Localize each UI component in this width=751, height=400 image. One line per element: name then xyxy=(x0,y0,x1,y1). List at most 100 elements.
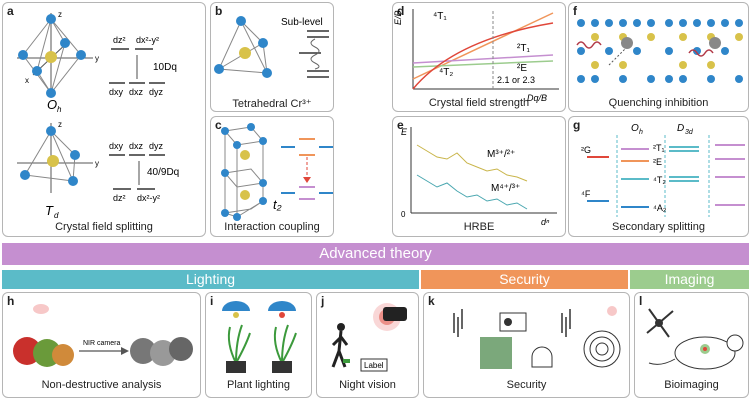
walking-person-icon xyxy=(337,323,345,331)
t2-label: t₂ xyxy=(273,197,282,212)
level-label: ⁴T₁ xyxy=(433,11,447,22)
svg-text:dxy: dxy xyxy=(109,87,124,97)
td-splitting-value: 40/9Dq xyxy=(147,167,179,178)
plant-lighting-illustration xyxy=(222,301,297,373)
term-label: ²G xyxy=(581,145,591,155)
level-label: ²T₁ xyxy=(653,143,665,153)
oh-sub-label: h xyxy=(57,105,62,114)
coupling-diagram: t₂ xyxy=(221,123,333,221)
svg-text:x: x xyxy=(25,76,29,85)
svg-text:z: z xyxy=(58,10,62,19)
y-axis-label: E xyxy=(401,127,408,137)
svg-text:dx²-y²: dx²-y² xyxy=(136,35,159,45)
term-label: ⁴F xyxy=(581,189,591,199)
quenching-diagram xyxy=(576,19,743,83)
column-oh-label: O xyxy=(631,123,639,134)
level-label: ²E xyxy=(653,157,662,167)
origin-label: 0 xyxy=(401,210,406,219)
svg-text:dxy: dxy xyxy=(109,141,124,151)
fruit-analysis-illustration: NIR camera xyxy=(13,304,193,367)
camera-icon xyxy=(383,307,407,321)
sublevel-label: Sub-level xyxy=(281,17,323,28)
panel-label: d xyxy=(397,4,405,18)
column-d3d-label: D xyxy=(677,123,684,134)
lamp-icon xyxy=(268,301,296,311)
td-sub-label: d xyxy=(54,211,59,220)
ligand-atom xyxy=(76,50,86,60)
panel-label: h xyxy=(7,294,15,308)
ligand-atom xyxy=(46,14,56,24)
svg-text:dyz: dyz xyxy=(149,87,164,97)
panel-label: i xyxy=(210,294,214,308)
panel-caption: Plant lighting xyxy=(227,379,290,391)
series-label: M³⁺/²⁺ xyxy=(487,149,515,160)
ligand-atom xyxy=(68,176,78,186)
panel-caption: Security xyxy=(506,379,547,391)
barcode-icon xyxy=(453,309,571,337)
oh-splitting-value: 10Dq xyxy=(153,62,177,73)
panel-caption: Night vision xyxy=(339,379,396,391)
ligand-atom xyxy=(70,150,80,160)
panel-label: l xyxy=(639,294,643,308)
plant-pot xyxy=(226,361,246,373)
svg-text:dz²: dz² xyxy=(113,193,126,203)
panel-caption: Tetrahedral Cr³⁺ xyxy=(232,98,312,110)
security-illustration xyxy=(453,306,621,369)
fingerprint-icon xyxy=(583,330,621,368)
ligand-atom xyxy=(46,88,56,98)
panel-b-tetrahedral: b Sub-level Tetrahedral Cr³⁺ xyxy=(210,2,334,112)
grey-fruit xyxy=(130,338,156,364)
ligand-atom xyxy=(18,50,28,60)
panel-caption: HRBE xyxy=(463,221,495,233)
panel-k-security: k Security xyxy=(423,292,630,398)
secondary-splitting-diagram: O h D 3d ²G ⁴F ²T₁ ²E ⁴T₂ ⁴A₂ xyxy=(581,123,745,217)
panel-j-night-vision: j Label Night vision xyxy=(316,292,419,398)
td-label: T xyxy=(45,203,54,218)
ligand-atom xyxy=(46,126,56,136)
svg-text:dx²-y²: dx²-y² xyxy=(137,193,160,203)
panel-e-hrbe: e E dⁿ 0 M³⁺/²⁺ M⁴⁺/³⁺ HRBE xyxy=(392,116,566,237)
panel-label: b xyxy=(215,4,223,18)
night-vision-illustration: Label xyxy=(331,303,407,372)
level-label: ⁴A₂ xyxy=(653,203,667,213)
panel-label: a xyxy=(7,4,14,18)
neuron-icon xyxy=(646,308,674,338)
panel-c-interaction-coupling: c t₂ Interaction coupling xyxy=(210,116,334,237)
imaging-band: Imaging xyxy=(630,270,749,289)
security-band: Security xyxy=(421,270,628,289)
svg-text:z: z xyxy=(58,120,62,129)
svg-text:y: y xyxy=(95,54,99,63)
level-label: ⁴T₂ xyxy=(439,67,453,78)
panel-label: c xyxy=(215,118,222,132)
column-d3d-sub-label: 3d xyxy=(685,129,694,136)
central-ion xyxy=(45,51,57,63)
panel-label: f xyxy=(573,4,577,18)
lighting-band: Lighting xyxy=(2,270,419,289)
svg-text:dz²: dz² xyxy=(113,35,126,45)
panel-d-crystal-field-strength: d E/B Dq/B ⁴T₁ ²T₁ ²E ⁴T₂ 2.1 or 2.3 Cry… xyxy=(392,2,566,112)
svg-text:y: y xyxy=(95,159,99,168)
bioimaging-illustration xyxy=(646,308,744,370)
panel-caption: Quenching inhibition xyxy=(608,97,709,109)
lamp-icon xyxy=(222,301,250,311)
svg-text:dxz: dxz xyxy=(129,87,144,97)
id-card-icon xyxy=(499,312,527,332)
panel-label: k xyxy=(428,294,435,308)
y-axis-label: E/B xyxy=(393,10,403,25)
panel-caption: Crystal field splitting xyxy=(55,221,153,233)
panel-caption: Secondary splitting xyxy=(612,221,705,233)
central-ion xyxy=(47,155,59,167)
panel-caption: Crystal field strength xyxy=(428,97,530,109)
level-label: ²T₁ xyxy=(517,43,530,54)
panel-label: j xyxy=(321,294,325,308)
svg-text:dxz: dxz xyxy=(129,141,144,151)
lock-icon xyxy=(531,346,553,368)
hrbe-chart: E dⁿ 0 M³⁺/²⁺ M⁴⁺/³⁺ xyxy=(401,127,557,227)
tetrahedral-diagram: Sub-level xyxy=(214,16,329,78)
level-label: ²E xyxy=(517,63,527,74)
ligand-atom xyxy=(32,66,42,76)
tanabe-sugano-diagram: E/B Dq/B ⁴T₁ ²T₁ ²E ⁴T₂ 2.1 or 2.3 xyxy=(393,9,559,103)
panel-h-non-destructive: h NIR camera Non-destructive analysis xyxy=(2,292,201,398)
